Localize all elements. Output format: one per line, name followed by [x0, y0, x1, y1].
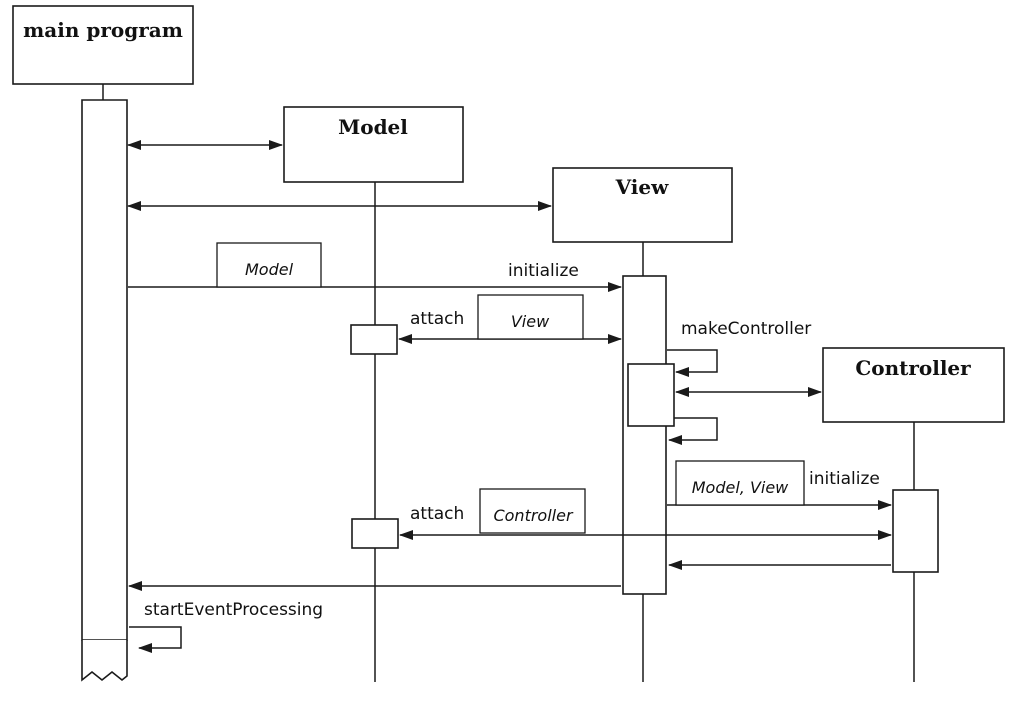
object-main-program-label: main program — [23, 18, 183, 42]
make-controller-return-arrow — [668, 417, 718, 445]
activation-main-program-break — [81, 640, 128, 682]
msg-attach-view-label: attach — [410, 309, 464, 329]
arg-model-view-label: Model, View — [692, 478, 789, 497]
arg-model-label: Model — [245, 260, 294, 279]
arg-view-label: View — [511, 312, 550, 331]
arg-controller-box — [479, 488, 586, 534]
make-controller-self-arrow — [667, 349, 718, 377]
activation-model-attach-view — [350, 324, 398, 355]
msg-initialize-view-label: initialize — [508, 261, 579, 281]
activation-view-nested — [627, 363, 675, 427]
activation-controller — [892, 489, 939, 573]
msg-start-event-processing-label: startEventProcessing — [144, 600, 323, 620]
arg-view-box — [477, 294, 584, 340]
object-view: View — [552, 167, 733, 243]
activation-view — [622, 275, 667, 595]
arg-model-view-box — [675, 460, 805, 506]
activation-main-program — [81, 99, 128, 641]
object-controller-label: Controller — [855, 356, 971, 380]
arg-model-box — [216, 242, 322, 288]
object-model: Model — [283, 106, 464, 183]
msg-attach-controller-label: attach — [410, 504, 464, 524]
object-view-label: View — [615, 175, 669, 199]
msg-make-controller-label: makeController — [681, 319, 811, 339]
object-controller: Controller — [822, 347, 1005, 423]
activation-model-attach-controller — [351, 518, 399, 549]
object-model-label: Model — [338, 115, 408, 139]
arg-controller-label: Controller — [493, 506, 573, 525]
msg-initialize-controller-label: initialize — [809, 469, 880, 489]
object-main-program: main program — [12, 5, 194, 85]
start-event-processing-self-arrow — [129, 626, 182, 653]
